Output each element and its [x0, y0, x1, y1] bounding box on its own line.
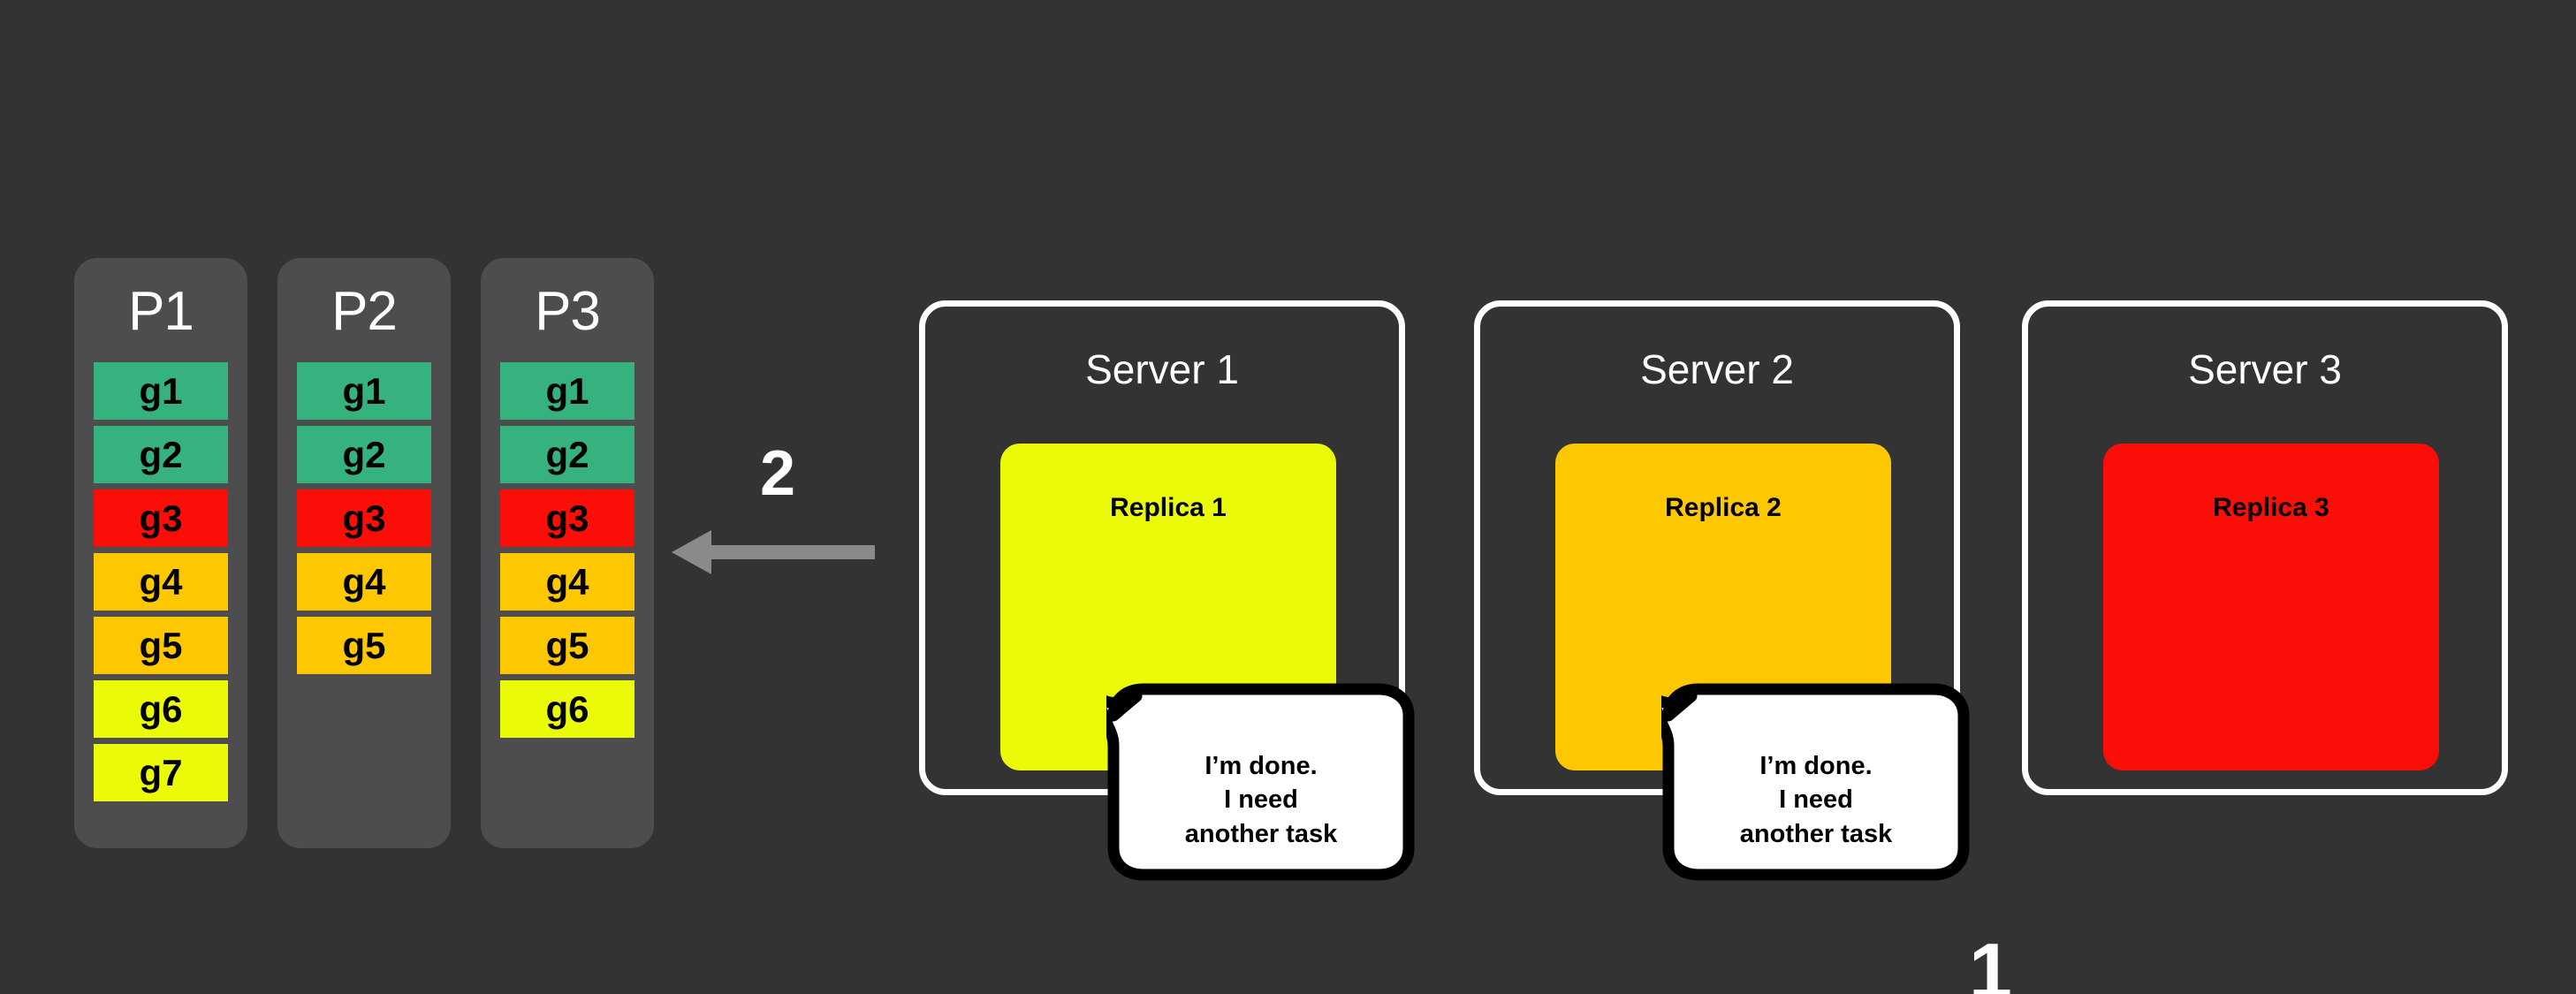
- task-block: g2: [94, 426, 228, 483]
- task-block: g4: [500, 553, 635, 611]
- speech-bubble-shape: [1106, 683, 1415, 881]
- step-2-label: 2: [760, 438, 796, 509]
- task-block: g1: [94, 362, 228, 420]
- server-box-3: Server 3 Replica 3: [2022, 300, 2508, 795]
- task-block: g3: [94, 489, 228, 547]
- task-list-p3: g1 g2 g3 g4 g5 g6: [481, 362, 654, 738]
- replica-card-3: Replica 3: [2103, 444, 2439, 770]
- task-list-p1: g1 g2 g3 g4 g5 g6 g7: [74, 362, 247, 801]
- server-title: Server 1: [1085, 346, 1239, 392]
- task-block: g6: [500, 680, 635, 738]
- task-block: g1: [297, 362, 431, 420]
- task-block: g5: [297, 617, 431, 674]
- partition-label-p3: P3: [535, 281, 601, 342]
- partition-label-p1: P1: [128, 281, 194, 342]
- task-block: g4: [297, 553, 431, 611]
- task-block: g7: [94, 744, 228, 801]
- task-block: g1: [500, 362, 635, 420]
- flow-arrow-group: 2: [672, 442, 893, 583]
- task-block: g6: [94, 680, 228, 738]
- task-block: g3: [500, 489, 635, 547]
- task-list-p2: g1 g2 g3 g4 g5: [277, 362, 451, 674]
- arrow-left-icon: [672, 530, 875, 574]
- task-block: g3: [297, 489, 431, 547]
- speech-bubble-server-2: I’m done. I need another task: [1661, 680, 1971, 888]
- task-block: g2: [500, 426, 635, 483]
- task-block: g5: [94, 617, 228, 674]
- replica-label: Replica 3: [2213, 493, 2329, 522]
- step-1-label: 1: [1969, 927, 2012, 994]
- task-block: g5: [500, 617, 635, 674]
- server-title: Server 2: [1640, 346, 1794, 392]
- server-title: Server 3: [2188, 346, 2342, 392]
- task-block: g4: [94, 553, 228, 611]
- partition-column-p1: P1 g1 g2 g3 g4 g5 g6 g7: [74, 258, 247, 848]
- speech-bubble-shape: [1661, 683, 1970, 881]
- replica-label: Replica 2: [1665, 493, 1782, 522]
- speech-bubble-server-1: I’m done. I need another task: [1106, 680, 1416, 888]
- partition-column-p2: P2 g1 g2 g3 g4 g5: [277, 258, 451, 848]
- task-block: g2: [297, 426, 431, 483]
- partition-label-p2: P2: [331, 281, 398, 342]
- replica-label: Replica 1: [1110, 493, 1227, 522]
- partition-column-p3: P3 g1 g2 g3 g4 g5 g6: [481, 258, 654, 848]
